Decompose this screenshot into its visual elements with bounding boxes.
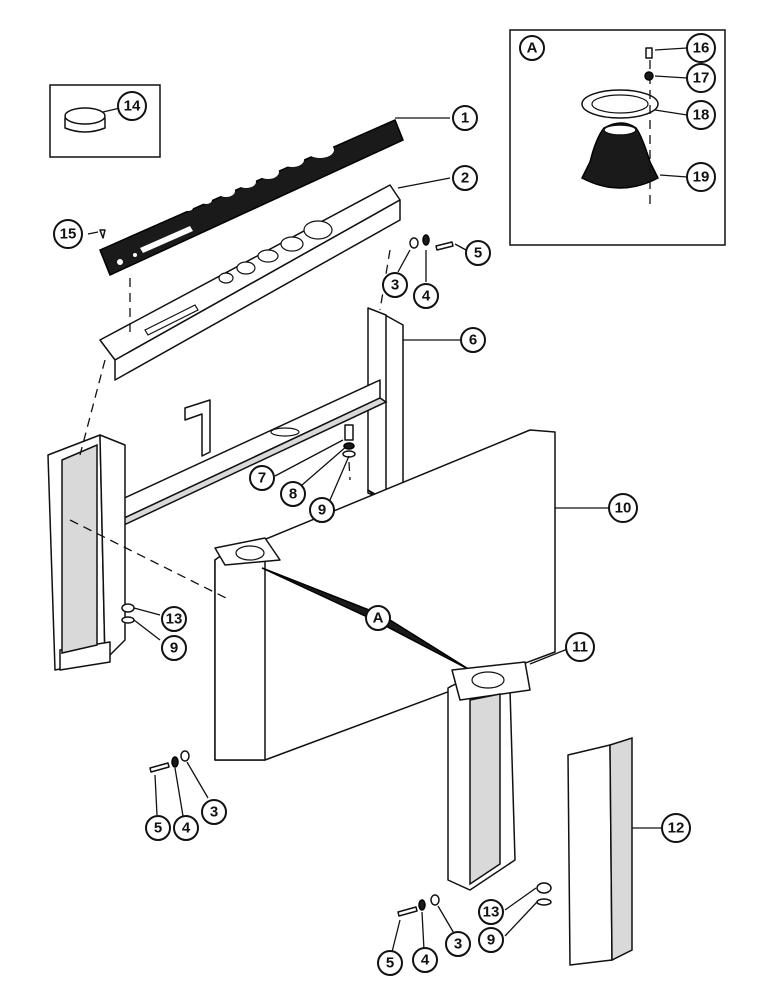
svg-text:5: 5 [154,820,162,837]
svg-text:4: 4 [182,820,191,837]
detail-a-box [509,29,726,246]
callout-11: 11 [565,632,595,662]
svg-text:18: 18 [693,107,710,124]
detail-boot-19 [581,122,659,189]
hardware-3-4-5-top [397,234,467,282]
callout-5: 5 [377,950,403,976]
svg-text:3: 3 [210,804,218,821]
svg-text:8: 8 [289,486,297,503]
callout-8: 8 [280,481,306,507]
reference-a-label: A [365,605,391,631]
callout-6: 6 [460,327,486,353]
callout-18: 18 [686,100,716,130]
callout-3: 3 [201,799,227,825]
svg-text:15: 15 [60,226,77,243]
svg-text:A: A [527,40,538,57]
callout-5: 5 [465,240,491,266]
callout-13: 13 [161,606,187,632]
callout-3: 3 [445,931,471,957]
svg-text:13: 13 [166,611,183,628]
callout-14: 14 [117,91,147,121]
callout-5: 5 [145,815,171,841]
svg-text:11: 11 [572,639,588,656]
svg-text:5: 5 [474,245,482,262]
callout-10: 10 [608,493,638,523]
hardware-bottom-right [391,882,552,953]
svg-text:17: 17 [693,70,710,87]
callout-4: 4 [412,947,438,973]
channel-12 [567,736,662,966]
svg-text:6: 6 [469,332,477,349]
callout-13: 13 [478,899,504,925]
detail-ring-18-inner [591,94,649,114]
right-post-11 [447,647,571,891]
svg-text:4: 4 [422,288,431,305]
inset-plug-box [49,84,161,158]
callout-19: 19 [686,162,716,192]
hardware-bottom-left [149,750,209,817]
svg-text:9: 9 [170,640,178,657]
callout-17: 17 [686,63,716,93]
svg-text:5: 5 [386,955,394,972]
svg-text:2: 2 [461,170,469,187]
callout-9: 9 [161,635,187,661]
svg-text:10: 10 [615,500,632,517]
hardware-7-8-9 [274,424,356,501]
svg-text:14: 14 [124,98,141,115]
svg-text:9: 9 [318,502,326,519]
callout-9: 9 [309,497,335,523]
detail-washer-17 [644,71,654,81]
callout-4: 4 [413,283,439,309]
svg-text:3: 3 [454,936,462,953]
callout-15: 15 [53,219,83,249]
detail-screw-16 [645,47,653,59]
callout-16: 16 [686,33,716,63]
svg-text:16: 16 [693,40,710,57]
callout-3: 3 [382,272,408,298]
detail-a-label: A [519,35,545,61]
callout-7: 7 [249,465,275,491]
svg-text:4: 4 [421,952,430,969]
svg-text:19: 19 [693,169,710,186]
callout-1: 1 [452,105,478,131]
svg-text:3: 3 [391,277,399,294]
svg-text:9: 9 [487,932,495,949]
svg-text:7: 7 [258,470,266,487]
svg-text:13: 13 [483,904,500,921]
svg-text:A: A [373,610,384,627]
instrument-panel-2 [99,177,451,381]
svg-text:1: 1 [461,110,469,127]
screw-15 [87,229,106,239]
bracket-tab [184,399,211,457]
callout-12: 12 [661,813,691,843]
gasket-panel-1 [99,117,450,277]
callout-9: 9 [478,927,504,953]
callout-4: 4 [173,815,199,841]
callout-2: 2 [452,165,478,191]
left-channel-post [47,434,161,671]
svg-text:12: 12 [668,820,685,837]
plug-cap-top [64,107,106,125]
detail-boot-top [603,124,637,136]
